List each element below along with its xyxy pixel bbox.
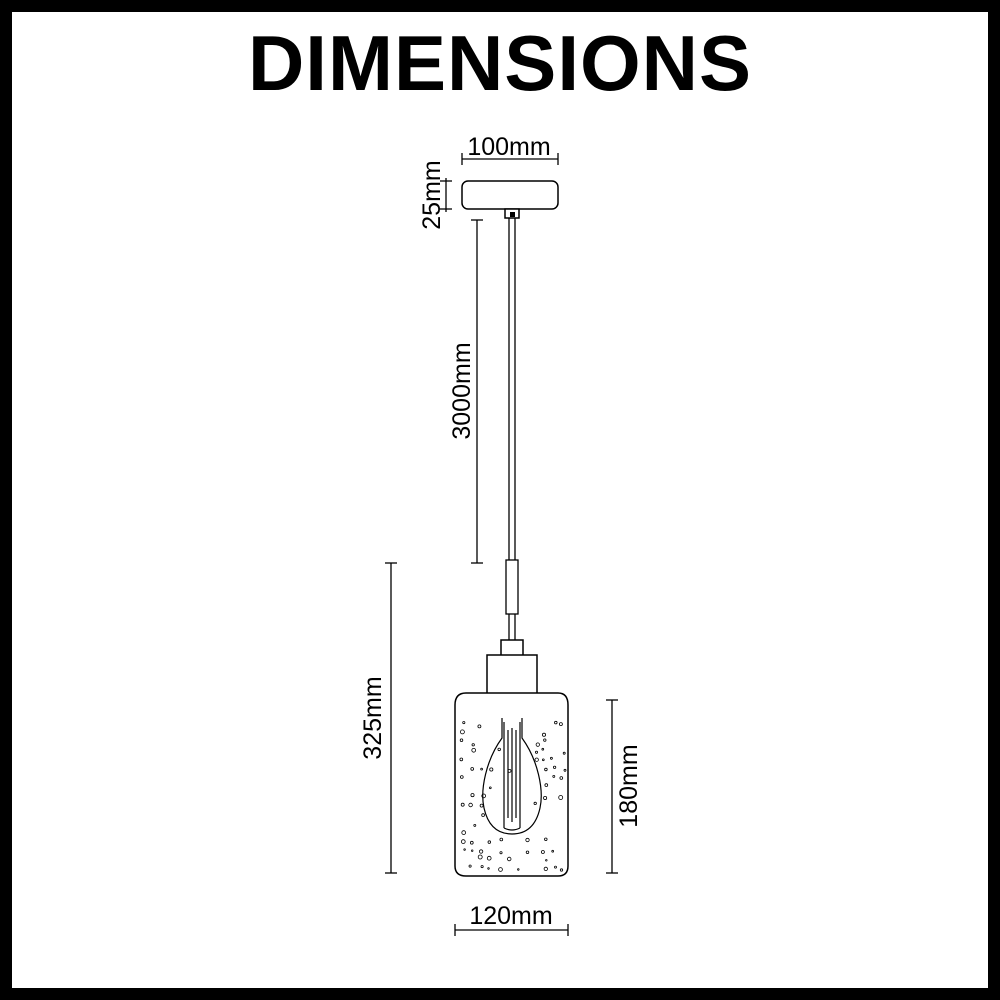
glass-bubble	[487, 840, 491, 844]
glass-bubble	[544, 837, 548, 841]
glass-bubble	[471, 743, 475, 747]
cable-length-dimension-line	[471, 219, 483, 564]
glass-bubble	[559, 868, 564, 872]
glass-bubble	[469, 840, 474, 845]
shade-height-dimension-line	[606, 699, 618, 874]
glass-bubble	[460, 802, 465, 807]
glass-bubble	[534, 757, 539, 762]
glass-bubble	[471, 747, 477, 753]
glass-bubble	[489, 767, 494, 772]
glass-bubble	[535, 742, 540, 747]
canopy-width-label: 100mm	[467, 133, 550, 161]
glass-bubble	[459, 757, 464, 762]
canopy-width-dimension-line	[461, 153, 559, 165]
glass-bubble	[543, 796, 548, 801]
glass-bubble	[463, 848, 466, 851]
glass-bubble	[525, 850, 530, 854]
glass-bubble	[486, 855, 492, 861]
ceiling-canopy	[461, 180, 559, 219]
glass-dot-pattern	[459, 720, 567, 872]
glass-bubble	[480, 767, 483, 771]
glass-bubble	[543, 866, 548, 872]
shade-height-label: 180mm	[615, 744, 643, 827]
glass-bubble	[470, 793, 475, 798]
glass-bubble	[470, 767, 475, 771]
glass-bubble	[544, 767, 548, 772]
glass-bubble	[550, 756, 553, 760]
glass-bubble	[499, 851, 503, 855]
glass-bubble	[559, 722, 563, 726]
glass-bubble	[541, 758, 545, 762]
cable-length-label: 3000mm	[448, 342, 476, 439]
glass-bubble	[507, 856, 512, 862]
glass-bubble	[552, 775, 556, 778]
glass-bubble	[459, 738, 464, 742]
edison-bulb	[482, 718, 542, 835]
glass-bubble	[559, 776, 564, 780]
glass-bubble	[542, 732, 547, 737]
glass-bubble	[541, 850, 545, 854]
page-title: DIMENSIONS	[247, 19, 753, 107]
glass-bubble	[558, 795, 564, 800]
glass-bubble	[461, 830, 467, 835]
glass-bubble	[562, 751, 566, 755]
canopy-height-label: 25mm	[418, 160, 446, 229]
glass-bubble	[462, 721, 466, 725]
glass-bubble	[468, 864, 472, 868]
glass-bubble	[481, 813, 485, 817]
glass-bubble	[563, 768, 567, 772]
glass-bubble	[459, 729, 465, 735]
glass-bubble	[498, 867, 503, 872]
glass-bubble	[480, 865, 484, 869]
glass-bubble	[477, 854, 483, 860]
glass-bubble	[544, 783, 549, 787]
glass-bubble	[552, 765, 557, 769]
shade-width-dimension-line	[454, 924, 569, 936]
glass-bubble	[471, 849, 474, 852]
glass-bubble	[468, 802, 473, 808]
glass-bubble	[554, 865, 557, 869]
overall-height-dimension-line	[385, 562, 397, 874]
glass-bubble	[499, 837, 504, 842]
suspension-cable	[505, 218, 519, 655]
glass-bubble	[517, 868, 520, 871]
glass-bubble	[551, 849, 554, 853]
shade-width-label: 120mm	[469, 902, 552, 930]
glass-bubble	[525, 837, 530, 843]
glass-bubble	[554, 720, 558, 725]
glass-bubble	[545, 859, 548, 862]
glass-bubble	[460, 839, 466, 844]
canopy-height-dimension-line	[440, 178, 452, 212]
overall-height-label: 325mm	[359, 676, 387, 759]
glass-bubble	[497, 747, 501, 752]
glass-bubble	[478, 849, 484, 854]
glass-bubble	[473, 824, 477, 827]
glass-bubble	[543, 738, 547, 742]
glass-bubble	[477, 724, 482, 729]
glass-bubble	[533, 801, 537, 806]
glass-bubble	[488, 786, 492, 790]
glass-bubble	[541, 747, 545, 751]
glass-bubble	[535, 750, 539, 754]
glass-bubble	[481, 793, 487, 799]
glass-bubble	[459, 775, 464, 779]
glass-bubble	[487, 867, 490, 870]
